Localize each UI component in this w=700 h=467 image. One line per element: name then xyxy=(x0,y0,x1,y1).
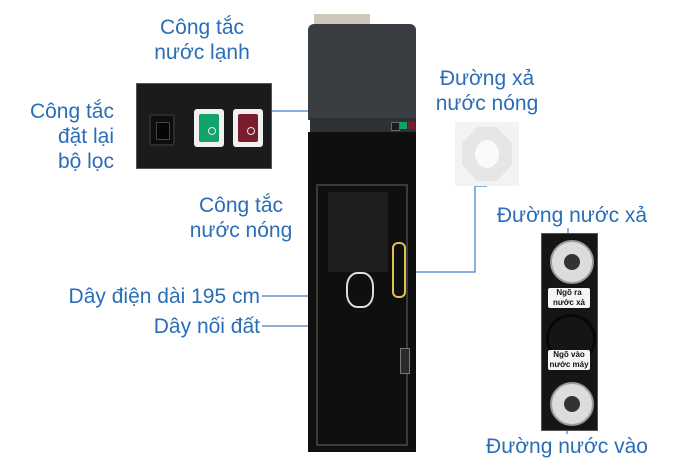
inlet-port-label: Ngõ vào nước máy xyxy=(548,350,590,370)
cold-switch-label-line-2: nước lạnh xyxy=(154,41,250,64)
reset-switch-label-line-2: đặt lại xyxy=(57,125,114,148)
hot-switch-label-line-1: Công tắc xyxy=(198,194,284,217)
port-hole-icon xyxy=(564,396,580,412)
cold-switch-face xyxy=(199,114,219,142)
hot-drain-valve-inset xyxy=(455,122,519,186)
lower-housing xyxy=(308,132,416,452)
water-ports-inset: Ngõ ra nước xả Ngõ vào nước máy xyxy=(541,233,598,431)
mini-reset-switch xyxy=(391,122,400,131)
water-inlet-label: Đường nước vào xyxy=(486,435,648,458)
cold-switch-label-line-1: Công tắc xyxy=(159,16,245,39)
outlet-label-line-2: nước xả xyxy=(553,298,585,307)
cold-water-switch[interactable] xyxy=(194,109,224,147)
valve-center xyxy=(475,140,499,168)
power-cord-coil xyxy=(346,272,374,308)
rocker-icon xyxy=(156,122,170,140)
hot-drain-label: Đường xả nước nóng xyxy=(426,66,548,116)
inlet-label-line-2: nước máy xyxy=(549,360,589,369)
outlet-port-label: Ngõ ra nước xả xyxy=(548,288,590,308)
hot-drain-label-line-2: nước nóng xyxy=(435,92,539,115)
ground-wire-coil xyxy=(392,242,406,298)
outlet-label-line-1: Ngõ ra xyxy=(556,288,582,297)
hot-switch-label: Công tắc nước nóng xyxy=(182,193,300,243)
water-dispenser-rear-view xyxy=(308,14,426,454)
reset-switch-label: Công tắc đặt lại bộ lọc xyxy=(10,99,114,174)
power-cord-label: Dây điện dài 195 cm xyxy=(68,285,260,308)
rear-ports xyxy=(400,348,410,374)
port-hole-icon xyxy=(564,254,580,270)
hot-switch-label-line-2: nước nóng xyxy=(189,219,293,242)
ground-wire-label: Dây nối đất xyxy=(153,315,260,338)
compressor-area xyxy=(328,192,388,272)
reset-switch-label-line-1: Công tắc xyxy=(29,100,114,123)
drain-line-label: Đường nước xả xyxy=(496,204,648,227)
reset-switch-label-line-3: bộ lọc xyxy=(57,150,114,173)
top-tray xyxy=(314,14,370,24)
upper-housing xyxy=(308,24,416,120)
hot-switch-face xyxy=(238,114,258,142)
mini-hot-switch xyxy=(408,122,415,129)
hot-drain-label-line-1: Đường xả xyxy=(439,67,535,90)
power-ring-icon xyxy=(208,127,216,135)
switch-panel-inset xyxy=(136,83,272,169)
hot-water-switch[interactable] xyxy=(233,109,263,147)
cold-switch-label: Công tắc nước lạnh xyxy=(146,15,258,65)
rear-panel-strip xyxy=(310,118,416,132)
inlet-port xyxy=(550,382,594,426)
drain-port xyxy=(550,240,594,284)
power-ring-icon xyxy=(247,127,255,135)
inlet-label-line-1: Ngõ vào xyxy=(553,350,585,359)
filter-reset-switch[interactable] xyxy=(149,114,175,146)
mini-cold-switch xyxy=(400,122,407,129)
